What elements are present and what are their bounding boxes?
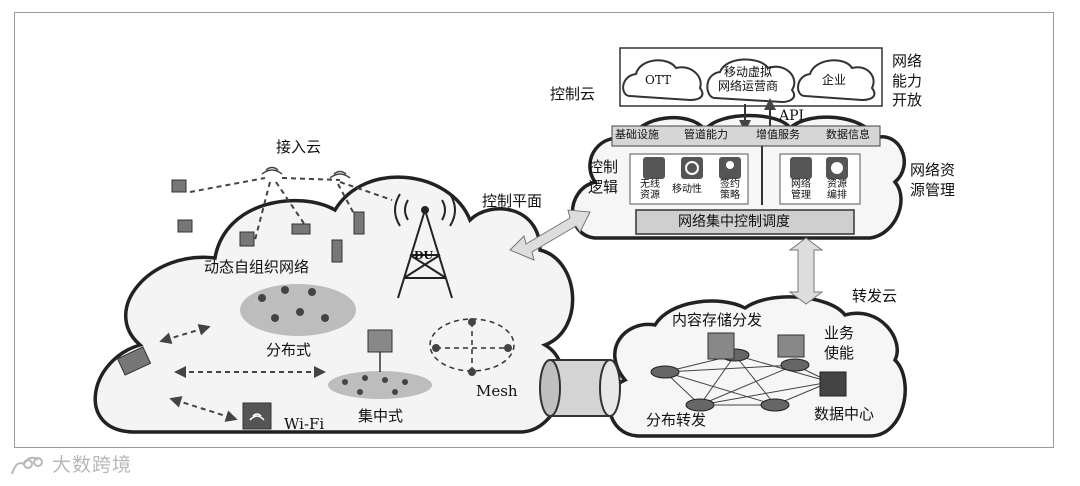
app-enterprise: 企业 bbox=[822, 73, 847, 87]
resource-mgmt-label: 网络资 源管理 bbox=[910, 161, 956, 199]
capability-band bbox=[611, 125, 881, 147]
mvno-cloud bbox=[706, 58, 796, 104]
mobility-search-icon bbox=[681, 157, 703, 179]
control-plane-arrow bbox=[509, 209, 591, 261]
du-label: DU bbox=[414, 249, 434, 262]
app-mvno: 移动虚拟 网络运营商 bbox=[718, 65, 779, 93]
mesh-nodes bbox=[432, 318, 512, 376]
storage-distribution-label: 内容存储分发 bbox=[672, 311, 763, 329]
central-control-label: 网络集中控制调度 bbox=[678, 214, 790, 230]
storage-node-icon bbox=[707, 332, 735, 360]
distributed-forwarding-label: 分布转发 bbox=[646, 411, 707, 429]
enterprise-cloud bbox=[797, 59, 876, 102]
func-wireless-resource: 无线 资源 bbox=[640, 179, 660, 201]
wireless-resource-icon bbox=[643, 157, 665, 179]
ott-cloud bbox=[622, 59, 704, 102]
dynamic-network-label: 动态自组织网络 bbox=[204, 258, 310, 276]
api-label: API bbox=[779, 108, 805, 124]
mesh-network bbox=[429, 318, 515, 372]
control-forward-arrow bbox=[788, 237, 824, 305]
control-cloud-title: 控制云 bbox=[550, 85, 596, 103]
distributed-label: 分布式 bbox=[266, 341, 312, 359]
app-ott: OTT bbox=[645, 73, 672, 87]
centralized-cluster bbox=[328, 371, 432, 399]
capability-open-label: 网络 能力 开放 bbox=[892, 52, 923, 109]
func-network-mgmt: 网络 管理 bbox=[791, 179, 811, 201]
service-enable-label: 业务 使能 bbox=[824, 324, 855, 362]
iot-devices bbox=[116, 179, 365, 376]
diagram-frame bbox=[14, 12, 1054, 448]
func-mobility: 移动性 bbox=[672, 184, 702, 195]
du-tower-icon bbox=[394, 193, 456, 299]
datacenter-icon bbox=[819, 371, 847, 397]
capability-pipe: 管道能力 bbox=[684, 128, 728, 141]
access-ap-icon-2 bbox=[329, 170, 351, 179]
capability-value-added: 增值服务 bbox=[756, 128, 800, 141]
watermark-logo bbox=[11, 456, 43, 475]
watermark-text: 大数跨境 bbox=[52, 454, 133, 476]
forward-cloud-shape bbox=[607, 295, 907, 438]
control-logic-label: 控制 逻辑 bbox=[588, 158, 619, 196]
service-node-icon bbox=[777, 334, 805, 358]
func-subscription: 签约 策略 bbox=[720, 179, 740, 201]
capability-data: 数据信息 bbox=[826, 128, 870, 141]
network-mgmt-icon bbox=[790, 157, 812, 179]
access-cloud-title: 接入云 bbox=[276, 138, 322, 156]
forward-cloud-title: 转发云 bbox=[852, 287, 898, 305]
wifi-label: Wi-Fi bbox=[284, 415, 325, 433]
centralized-label: 集中式 bbox=[358, 407, 404, 425]
capability-infrastructure: 基础设施 bbox=[615, 128, 659, 141]
access-ap-icon-1 bbox=[261, 166, 283, 175]
centralized-controller-icon bbox=[367, 329, 393, 353]
func-orchestration: 资源 编排 bbox=[827, 179, 847, 201]
central-control-bar bbox=[635, 209, 855, 235]
datacenter-label: 数据中心 bbox=[814, 405, 875, 423]
centralized-nodes bbox=[342, 375, 408, 395]
distributed-nodes bbox=[258, 286, 329, 322]
mesh-label: Mesh bbox=[476, 382, 518, 400]
control-plane-label: 控制平面 bbox=[482, 192, 543, 210]
